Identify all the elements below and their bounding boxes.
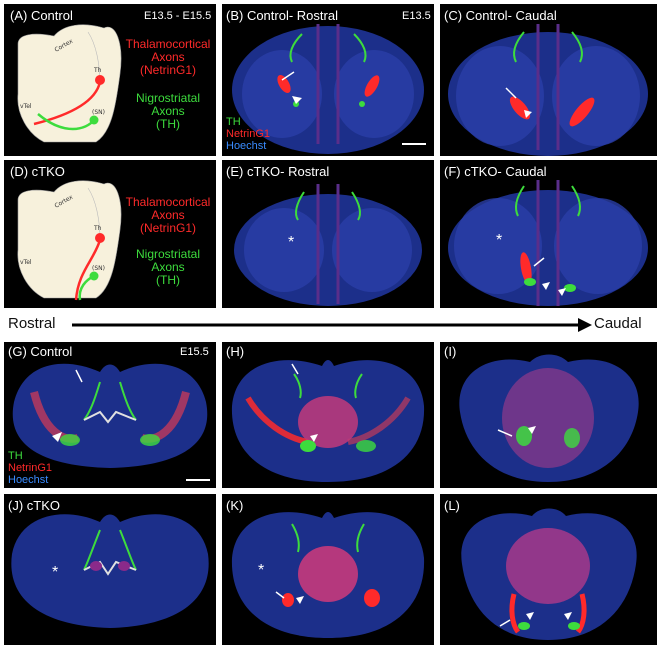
- panel-a: Cortex Th (SN) vTel (A) Control E13.5 - …: [4, 4, 216, 156]
- rostral-caudal-axis: Rostral Caudal: [0, 312, 661, 338]
- nigrostriatal-label-d: Nigrostriatal Axons (TH): [135, 247, 201, 287]
- micrograph-g: [12, 363, 210, 481]
- panel-b-stage: E13.5: [402, 10, 431, 22]
- panel-a-label: (A) Control: [10, 8, 73, 23]
- rostral-caudal-arrow: [72, 318, 592, 332]
- micrograph-i: [459, 354, 639, 482]
- panel-l-label: (L): [444, 498, 460, 513]
- panel-h: (H): [222, 342, 434, 488]
- panel-e: (E) cTKO- Rostral *: [222, 160, 434, 308]
- panel-j-label: (J) cTKO: [8, 498, 60, 513]
- panel-g-label: (G) Control: [8, 344, 73, 359]
- panel-d: Cortex Th (SN) vTel (D) cTKO Thalamocort…: [4, 160, 216, 308]
- panel-b-label: (B) Control- Rostral: [226, 8, 338, 23]
- vtel-label-d: vTel: [20, 259, 32, 266]
- panel-g-stage: E15.5: [180, 346, 209, 358]
- sn-label-d: (SN): [92, 265, 105, 272]
- panel-b: (B) Control- Rostral E13.5 TH NetrinG1 H…: [222, 4, 434, 156]
- star-marker-e: *: [288, 234, 295, 251]
- micrograph-b: [232, 24, 426, 154]
- panel-d-label: (D) cTKO: [10, 164, 65, 179]
- schematic-brain-control: Cortex Th (SN) vTel: [17, 24, 122, 143]
- panel-k-label: (K): [226, 498, 244, 513]
- nigrostriatal-label: Nigrostriatal Axons (TH): [135, 91, 201, 131]
- thalamocortical-label-d: Thalamocortical Axons (NetrinG1): [125, 195, 211, 235]
- star-marker-k: *: [258, 562, 265, 579]
- caudal-label: Caudal: [594, 315, 642, 332]
- panel-i: (I): [440, 342, 657, 488]
- micrograph-h: [231, 360, 425, 482]
- panel-f-label: (F) cTKO- Caudal: [444, 164, 547, 179]
- micrograph-l: [461, 508, 637, 640]
- micrograph-k: [231, 512, 425, 638]
- star-marker-j: *: [52, 564, 59, 581]
- panel-c: (C) Control- Caudal: [440, 4, 657, 156]
- panel-f: (F) cTKO- Caudal *: [440, 160, 657, 308]
- panel-k: (K) *: [222, 494, 434, 645]
- schematic-brain-ctko: Cortex Th (SN) vTel: [17, 180, 122, 301]
- th-label: Th: [93, 67, 102, 74]
- star-marker-f: *: [496, 232, 503, 249]
- vtel-label: vTel: [20, 103, 32, 110]
- micrograph-f: [448, 180, 648, 306]
- micrograph-e: [234, 184, 422, 306]
- panel-j: (J) cTKO *: [4, 494, 216, 645]
- sn-label: (SN): [92, 109, 105, 116]
- panel-h-label: (H): [226, 344, 245, 359]
- panel-g: (G) Control E15.5 TH NetrinG1 Hoechst: [4, 342, 216, 488]
- panel-l: (L): [440, 494, 657, 645]
- legend-b: TH NetrinG1 Hoechst: [226, 116, 271, 152]
- panel-a-stage: E13.5 - E15.5: [144, 10, 212, 22]
- rostral-label: Rostral: [8, 315, 56, 332]
- micrograph-c: [448, 24, 648, 156]
- panel-i-label: (I): [444, 344, 457, 359]
- panel-c-label: (C) Control- Caudal: [444, 8, 557, 23]
- micrograph-j: [11, 514, 209, 628]
- th-label-d: Th: [93, 225, 102, 232]
- legend-g: TH NetrinG1 Hoechst: [8, 450, 53, 486]
- thalamocortical-label: Thalamocortical Axons (NetrinG1): [125, 37, 211, 77]
- panel-e-label: (E) cTKO- Rostral: [226, 164, 330, 179]
